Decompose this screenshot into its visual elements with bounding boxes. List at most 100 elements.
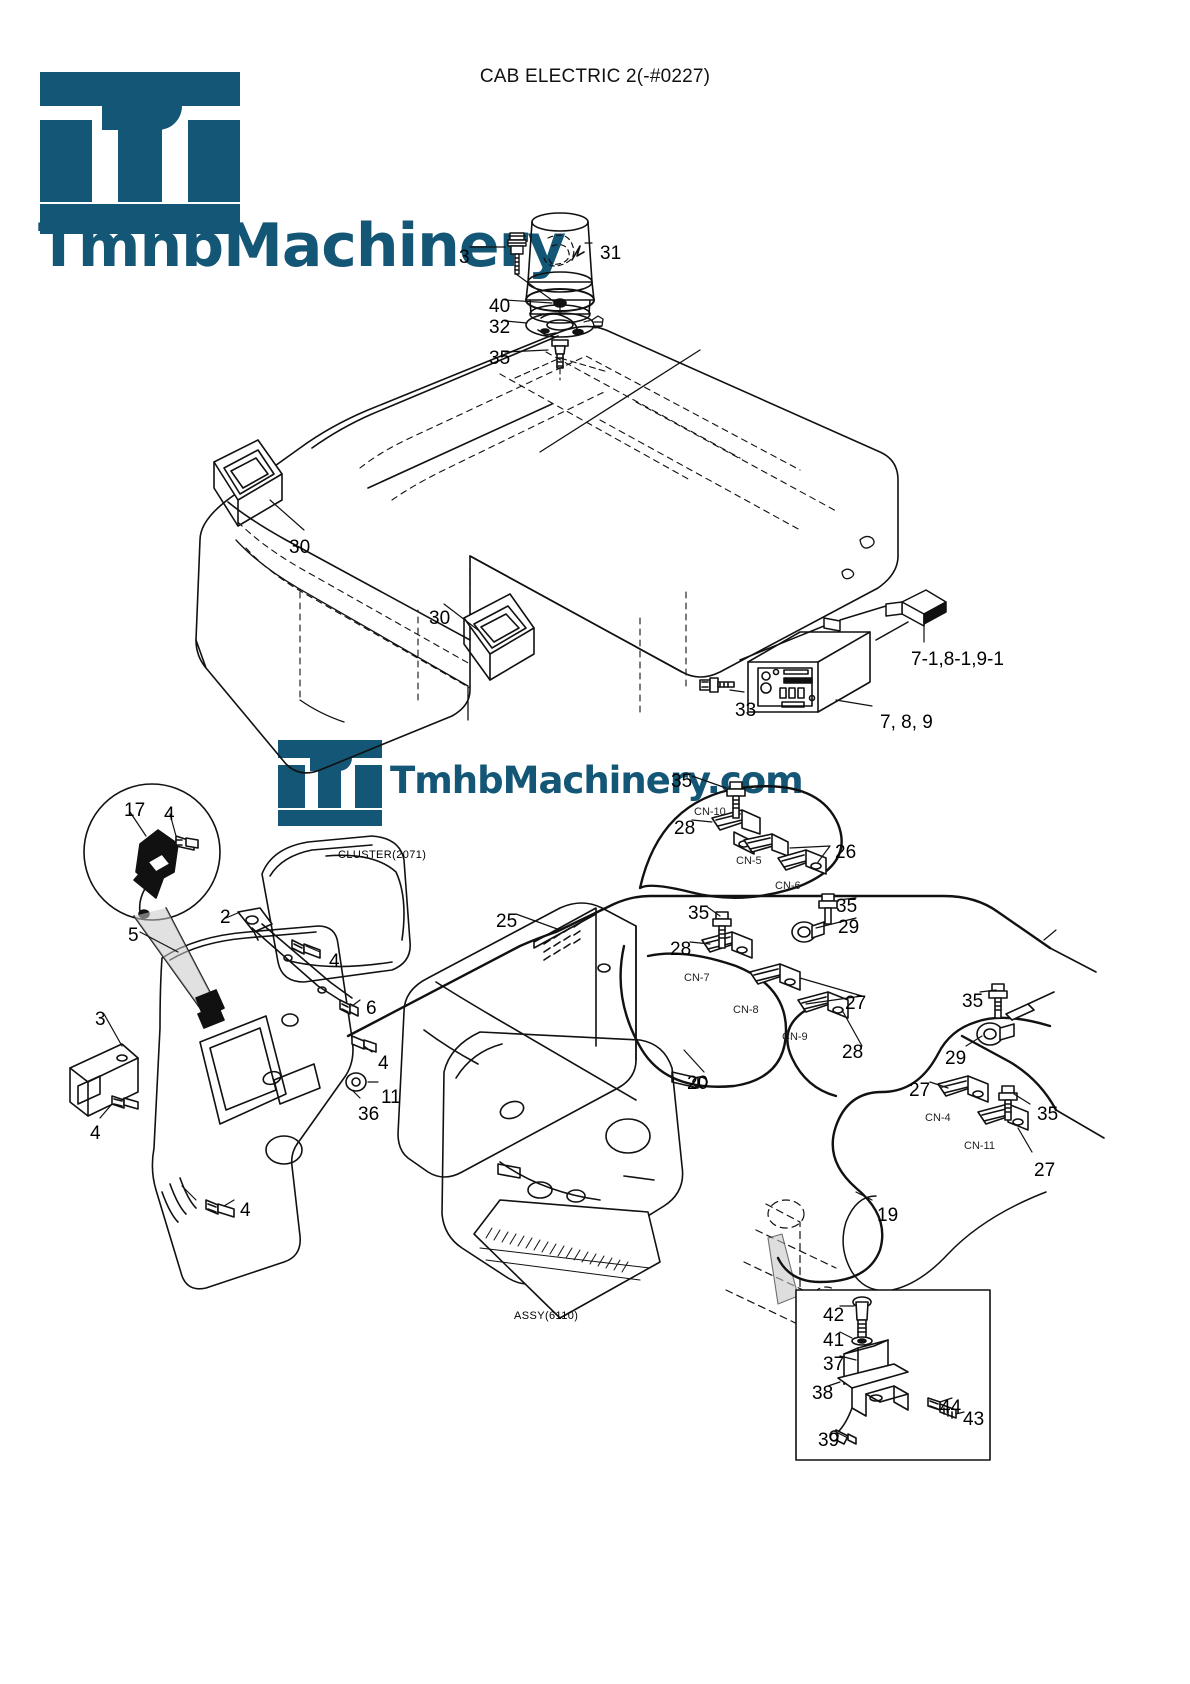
connector-label-cn-5-1: CN-5 [736,855,762,867]
page-title: CAB ELECTRIC 2(-#0227) [479,66,711,87]
bracket-part-38 [837,1363,909,1417]
bolt-35-right [988,983,1008,1019]
callout-43-44: 43 [963,1409,985,1430]
wire-harness-25 [346,785,1058,1284]
bolt-35-cn11 [998,1085,1018,1121]
radio-part-7-8-9 [747,631,871,713]
bolt-part-4-panel-bottom [205,1199,235,1218]
bolt-part-43 [939,1403,957,1419]
callout-32-3: 32 [489,317,511,338]
clamp-cn-11 [977,1103,1029,1131]
callout-4-38: 4 [240,1200,251,1221]
connector-label-cn-7-3: CN-7 [684,972,710,984]
callout-28-11: 28 [674,818,696,839]
bolt-35-cn10 [726,781,746,819]
inset-detail-box [795,1289,991,1461]
magnifier-detail-17 [83,783,225,1029]
callout-19-26: 19 [877,1205,899,1226]
callout-37-41: 37 [823,1354,845,1375]
connector-label-cn-10-0: CN-10 [694,806,726,818]
console-assy-6110 [397,902,708,1319]
brand-logo: TmhbMachinery [38,72,566,276]
clamp-cn-8 [749,963,801,991]
bolt-part-33 [699,677,735,693]
clamp-cn-7 [701,931,753,959]
bolt-35-29-upper [818,893,838,925]
callout-27-23: 27 [909,1080,931,1101]
callout-20-20: 20 [687,1073,709,1094]
callout-4-31: 4 [329,951,340,972]
bolt-part-4-cluster [291,939,321,959]
callout-4-37: 4 [90,1123,101,1144]
callout-35-24: 35 [1037,1104,1059,1125]
ibeam-logo-icon [40,72,240,234]
ibeam-watermark-icon [278,740,382,826]
clamp-cn-6 [777,849,827,875]
bolt-part-3 [507,232,527,275]
work-lamp-part-30-left [213,439,283,527]
connector-29-right [976,991,1055,1046]
callout-7-8-9-9: 7, 8, 9 [880,712,933,733]
callout-3-1: 3 [459,247,470,268]
callout-25-19: 25 [496,911,518,932]
bolt-part-4-mid [351,1035,377,1053]
callout-4-34: 4 [378,1053,389,1074]
bolt-35-cn7 [712,911,732,949]
callout-31-0: 31 [600,243,622,264]
callout-39-45: 39 [818,1430,840,1451]
callout-5-30: 5 [128,925,139,946]
callout-4-28: 4 [164,804,175,825]
callout-42-39: 42 [823,1305,845,1326]
bolt-part-6 [339,999,359,1017]
cab-roof-assembly [195,325,899,774]
caption-assy-6110--1: ASSY(6110) [514,1310,579,1322]
callout-11-35: 11 [381,1087,401,1108]
work-lamp-part-30-right [463,593,535,681]
radio-harness-connector [739,589,947,661]
callout-36-36: 36 [358,1104,380,1125]
connector-label-cn-8-4: CN-8 [733,1004,759,1016]
callout-35-15: 35 [688,903,710,924]
cluster-cover-2071 [261,835,411,983]
callout-27-17: 27 [845,993,867,1014]
washer-part-41 [851,1336,873,1346]
callout-28-18: 28 [842,1042,864,1063]
callout-7-1-8-1-9-1-7: 7-1,8-1,9-1 [911,649,1004,670]
callout-35-4: 35 [489,348,511,369]
clamp-cn-5 [743,833,789,857]
callout-35-10: 35 [671,771,693,792]
callout-30-6: 30 [429,608,451,629]
connector-label-cn-9-5: CN-9 [782,1031,808,1043]
base-plate-part-32 [525,312,595,338]
callout-38-42: 38 [812,1383,834,1404]
bracket-part-3 [69,1043,139,1117]
bolt-part-42 [852,1296,872,1339]
callout-35-21: 35 [962,991,984,1012]
callout-29-14: 29 [838,917,860,938]
callout-17-27: 17 [124,800,146,821]
connector-29-upper [791,921,825,943]
callout-2-29: 2 [220,907,231,928]
bolt-part-35-beacon [551,339,569,369]
clamp-group [701,809,1029,1131]
callout-28-16: 28 [670,939,692,960]
callout-33-8: 33 [735,700,757,721]
brand-watermark: TmhbMachinery.com [278,740,804,826]
callout-26-12: 26 [835,842,857,863]
clamp-cn-4 [937,1075,989,1103]
clamp-cn-10 [711,809,761,855]
bolt-part-4-lower-left [111,1095,139,1110]
bolt-part-44 [927,1397,941,1411]
clamp-cn-9 [797,991,849,1019]
connector-label-cn-6-2: CN-6 [775,880,801,892]
callout-3-33: 3 [95,1009,106,1030]
grommet-part-11 [345,1072,367,1092]
callout-41-40: 41 [823,1330,845,1351]
bracket-arm-part-2 [237,907,353,1005]
callout-29-22: 29 [945,1048,967,1069]
bolt-35-group [712,781,1055,1121]
callout-44-43: 44 [940,1397,962,1418]
callout-6-32: 6 [366,998,377,1019]
callout-30-5: 30 [289,537,311,558]
